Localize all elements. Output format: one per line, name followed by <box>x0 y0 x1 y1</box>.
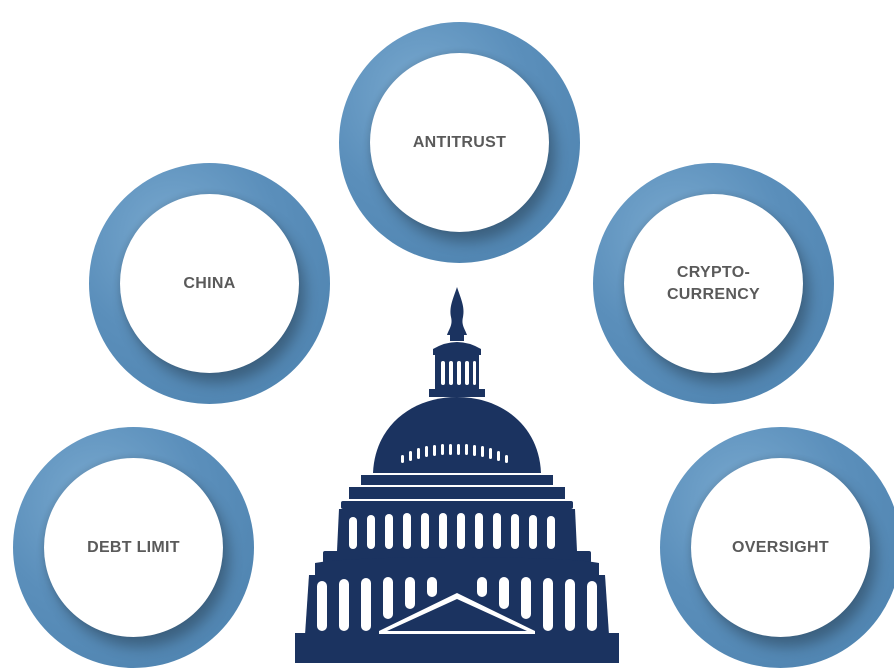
topic-label-antitrust: ANTITRUST <box>412 133 507 151</box>
topic-ring-china: CHINA <box>89 163 330 404</box>
topic-label-cryptocurrency: CRYPTO- CURRENCY <box>666 263 761 303</box>
topic-circle-antitrust: ANTITRUST <box>370 53 549 232</box>
topic-ring-oversight: OVERSIGHT <box>660 427 894 668</box>
topic-circle-china: CHINA <box>120 194 299 373</box>
topic-circle-debt-limit: DEBT LIMIT <box>44 458 223 637</box>
topic-ring-antitrust: ANTITRUST <box>339 22 580 263</box>
topic-ring-cryptocurrency: CRYPTO- CURRENCY <box>593 163 834 404</box>
capitol-building-icon <box>295 287 619 663</box>
topic-label-debt-limit: DEBT LIMIT <box>87 538 180 556</box>
topic-ring-debt-limit: DEBT LIMIT <box>13 427 254 668</box>
topic-circle-oversight: OVERSIGHT <box>691 458 870 637</box>
topic-circle-cryptocurrency: CRYPTO- CURRENCY <box>624 194 803 373</box>
topic-label-china: CHINA <box>183 274 236 292</box>
topic-label-oversight: OVERSIGHT <box>732 538 829 556</box>
